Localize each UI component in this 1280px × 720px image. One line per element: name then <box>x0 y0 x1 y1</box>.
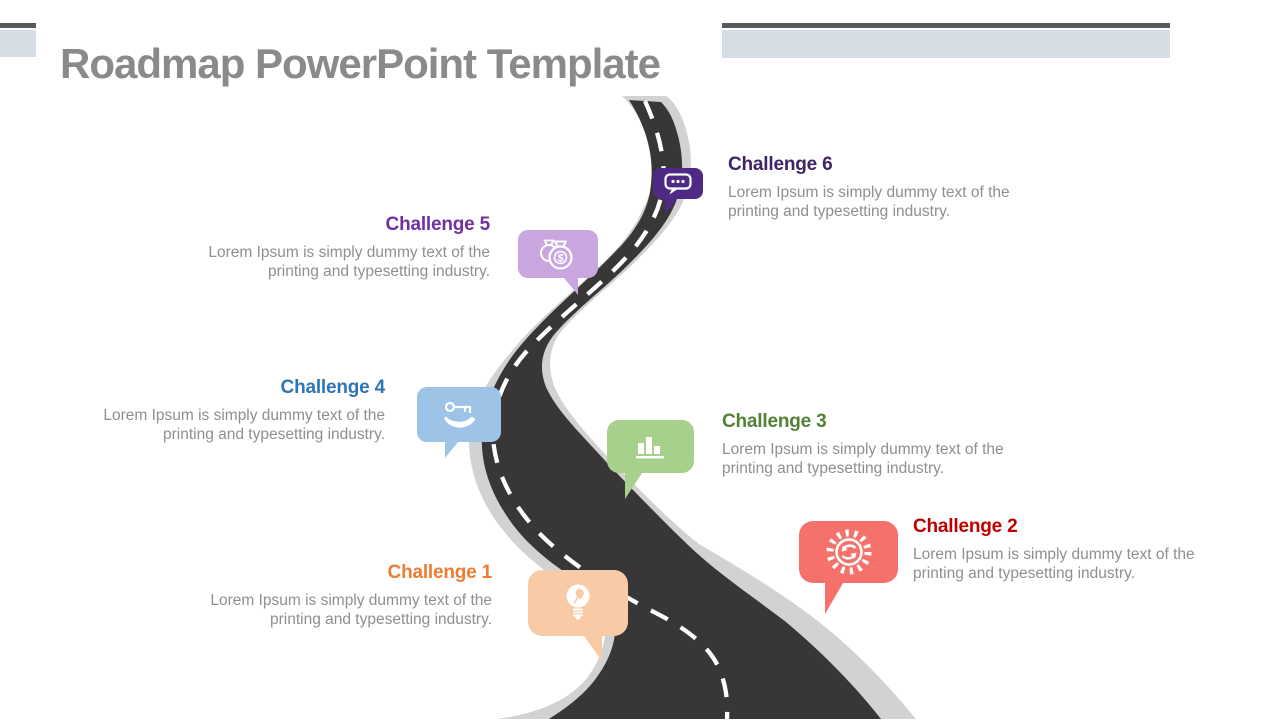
challenge-body: Lorem Ipsum is simply dummy text of the … <box>210 592 492 628</box>
challenge-body: Lorem Ipsum is simply dummy text of the … <box>103 407 385 443</box>
challenge-title: Challenge 3 <box>722 411 827 432</box>
header-accent-bar-light-left <box>0 30 36 57</box>
challenge-title: Challenge 5 <box>385 214 491 235</box>
lightbulb-leaf-icon <box>566 584 590 620</box>
svg-text:$: $ <box>557 253 563 265</box>
challenge-title: Challenge 6 <box>728 154 833 175</box>
challenge-5-marker: $ <box>518 230 598 295</box>
sync-sun-icon <box>826 529 871 575</box>
challenge-4-text: Challenge 4 Lorem Ipsum is simply dummy … <box>77 377 385 444</box>
challenge-6-text: Challenge 6 Lorem Ipsum is simply dummy … <box>728 154 1036 221</box>
marker-tail <box>584 636 602 661</box>
challenge-1-marker <box>528 570 628 661</box>
challenge-body: Lorem Ipsum is simply dummy text of the … <box>728 184 1010 220</box>
header-accent-bar-dark-left <box>0 23 36 28</box>
road-surface <box>481 100 881 719</box>
marker-tail <box>825 583 843 614</box>
road-centerline <box>490 100 730 720</box>
page-title: Roadmap PowerPoint Template <box>60 40 661 88</box>
marker-tail <box>665 199 677 214</box>
challenge-5-text: Challenge 5 Lorem Ipsum is simply dummy … <box>182 214 490 281</box>
header-accent-bar-light-right <box>722 30 1170 58</box>
marker-tail <box>445 442 458 458</box>
header-accent-bar-dark-right <box>722 23 1170 28</box>
money-bag-icon: $ <box>540 239 573 270</box>
marker-tail <box>564 278 578 295</box>
challenge-2-text: Challenge 2 Lorem Ipsum is simply dummy … <box>913 516 1221 583</box>
challenge-title: Challenge 1 <box>387 562 493 583</box>
challenge-title: Challenge 2 <box>913 516 1018 537</box>
challenge-title: Challenge 4 <box>280 377 386 398</box>
key-in-hand-icon <box>444 401 476 428</box>
challenge-1-text: Challenge 1 Lorem Ipsum is simply dummy … <box>184 562 492 629</box>
challenge-body: Lorem Ipsum is simply dummy text of the … <box>722 441 1004 477</box>
challenge-4-marker <box>417 387 501 458</box>
challenge-2-marker <box>799 521 898 614</box>
challenge-body: Lorem Ipsum is simply dummy text of the … <box>208 244 490 280</box>
marker-tail <box>625 473 642 499</box>
challenge-3-marker <box>607 420 694 499</box>
challenge-6-marker <box>653 168 703 214</box>
chat-dots-icon <box>664 172 692 194</box>
challenge-body: Lorem Ipsum is simply dummy text of the … <box>913 546 1195 582</box>
bar-chart-icon <box>635 437 664 459</box>
challenge-3-text: Challenge 3 Lorem Ipsum is simply dummy … <box>722 411 1030 478</box>
